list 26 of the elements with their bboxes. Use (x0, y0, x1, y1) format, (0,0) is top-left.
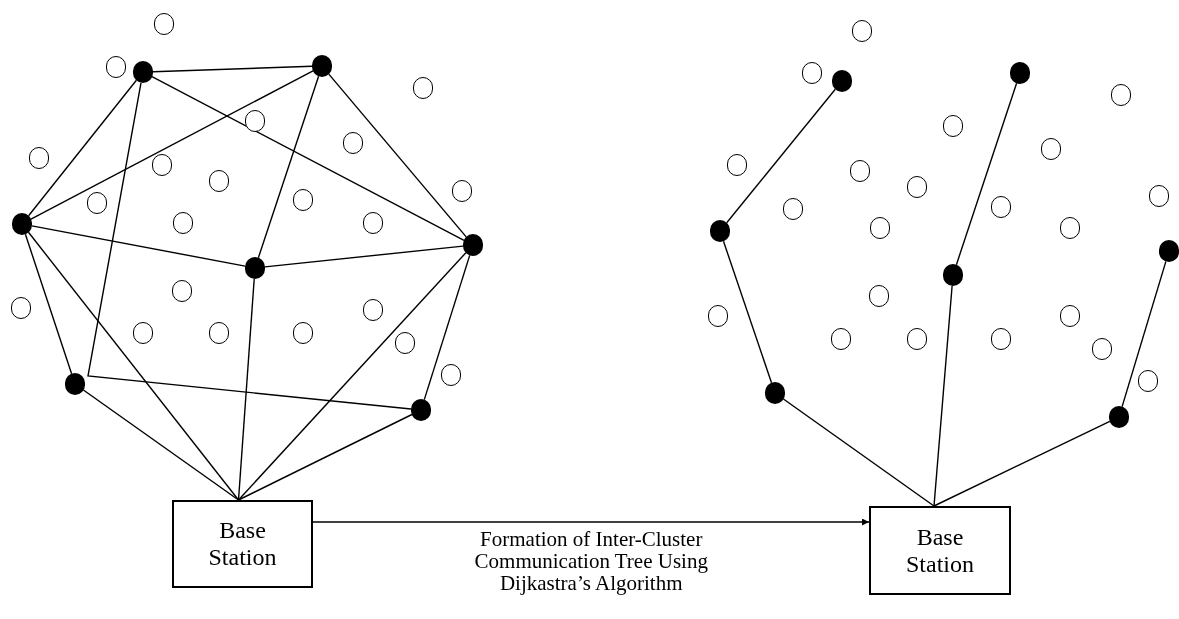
connecting-line (726, 88, 836, 224)
arrow (312, 518, 870, 526)
connecting-line (237, 252, 467, 501)
connecting-line (257, 75, 320, 259)
connecting-line (82, 389, 240, 501)
connecting-line (30, 70, 314, 220)
connecting-line (722, 240, 773, 384)
connecting-line (24, 233, 73, 375)
connecting-line (27, 79, 138, 217)
connecting-line (152, 65, 313, 73)
connecting-line (31, 225, 246, 267)
connecting-line (87, 82, 412, 410)
connecting-line (328, 73, 467, 238)
connecting-line (27, 231, 240, 501)
connecting-line (237, 278, 255, 501)
base-station-box: Base Station (172, 500, 313, 588)
connecting-line (237, 413, 413, 501)
connecting-line (782, 398, 935, 507)
connecting-line (423, 254, 471, 401)
base-station-box: Base Station (869, 506, 1011, 595)
connecting-line (933, 285, 953, 507)
connecting-line (933, 420, 1111, 507)
connecting-line (264, 245, 464, 268)
connecting-line (1121, 260, 1167, 408)
connecting-line (151, 76, 465, 241)
connecting-line (955, 82, 1018, 266)
